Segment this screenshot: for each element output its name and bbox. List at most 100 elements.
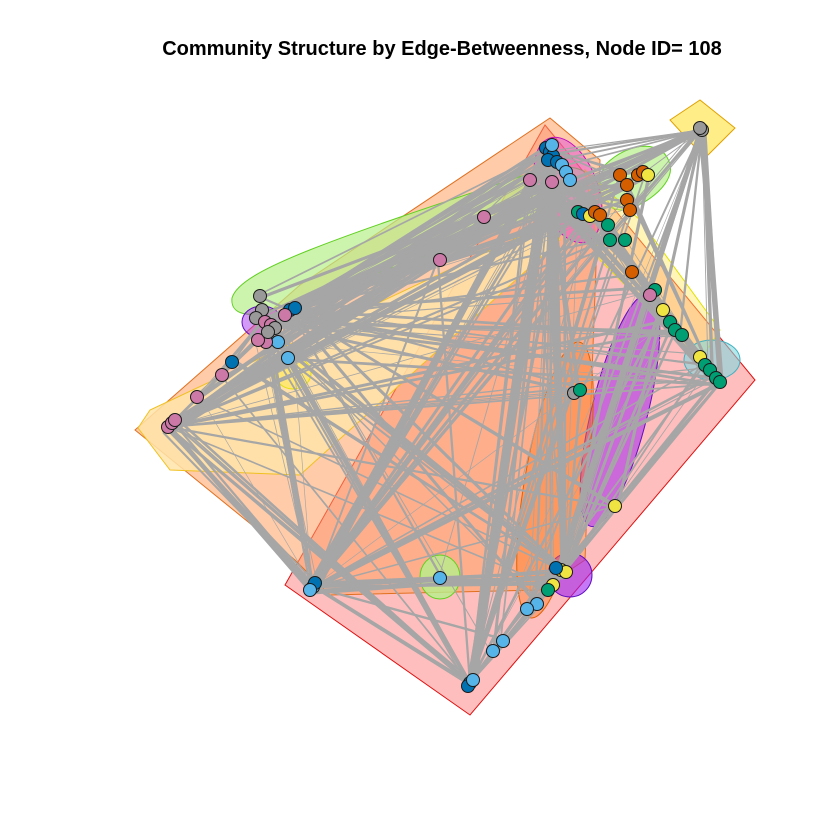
network-node — [620, 178, 634, 192]
edge — [162, 421, 317, 589]
edge — [312, 373, 717, 589]
edge — [580, 129, 703, 392]
network-node — [486, 644, 500, 658]
edge — [167, 329, 673, 429]
edge — [312, 212, 596, 588]
edge — [552, 128, 703, 156]
edge — [553, 145, 567, 570]
network-node — [433, 571, 447, 585]
edge — [607, 129, 703, 243]
plot-title: Community Structure by Edge-Betweenness,… — [162, 38, 722, 60]
edge — [678, 129, 704, 338]
edge — [167, 425, 472, 686]
edge — [550, 154, 563, 571]
network-node — [613, 168, 627, 182]
edge — [563, 306, 663, 573]
network-node — [190, 390, 204, 404]
edge-layer — [161, 124, 725, 689]
edge — [562, 133, 702, 565]
edge — [259, 179, 553, 326]
edge — [564, 287, 656, 573]
edge — [172, 422, 471, 684]
network-node — [523, 173, 537, 187]
edge — [312, 381, 722, 588]
edge — [469, 376, 719, 684]
edge — [313, 585, 471, 685]
edge — [312, 124, 699, 588]
edge — [469, 172, 622, 684]
network-node — [545, 138, 559, 152]
network-node — [693, 121, 707, 135]
network-node — [281, 351, 295, 365]
edge — [564, 362, 703, 573]
edge — [289, 156, 557, 311]
network-node — [625, 265, 639, 279]
network-node — [303, 583, 317, 597]
network-node — [520, 602, 534, 616]
edge — [528, 189, 551, 612]
edge — [311, 127, 702, 588]
network-node — [601, 218, 615, 232]
network-node — [618, 233, 632, 247]
edge — [549, 188, 629, 204]
network-node — [541, 583, 555, 597]
network-node — [466, 673, 480, 687]
node-layer — [161, 121, 727, 693]
network-node — [433, 253, 447, 267]
network-node — [253, 289, 267, 303]
edge — [436, 258, 472, 684]
edge — [312, 585, 502, 640]
edge — [274, 342, 566, 573]
edge — [170, 193, 548, 434]
edge — [310, 383, 719, 592]
network-node — [593, 208, 607, 222]
network-node — [643, 288, 657, 302]
edge — [472, 155, 550, 679]
edge — [558, 134, 700, 570]
network-node — [603, 233, 617, 247]
edge — [166, 183, 557, 435]
network-node — [215, 368, 229, 382]
network-node — [278, 308, 292, 322]
edge — [556, 129, 703, 161]
network-node — [288, 301, 302, 315]
network-node — [608, 499, 622, 513]
edge — [167, 318, 671, 429]
network-node — [225, 355, 239, 369]
edge — [701, 132, 722, 385]
edge — [261, 321, 470, 689]
edge — [167, 425, 613, 508]
network-node — [641, 168, 655, 182]
network-node — [573, 383, 587, 397]
edge — [548, 189, 676, 330]
edge — [542, 152, 567, 568]
network-node — [713, 375, 727, 389]
edge — [167, 386, 581, 428]
edge — [164, 182, 547, 428]
network-node — [545, 175, 559, 189]
network-node — [675, 328, 689, 342]
network-node — [563, 173, 577, 187]
network-node — [251, 333, 265, 347]
network-node — [623, 203, 637, 217]
edge — [547, 194, 715, 385]
edge — [309, 149, 557, 583]
edge — [198, 148, 551, 400]
edge — [265, 179, 556, 329]
network-node — [261, 325, 275, 339]
edge — [469, 212, 592, 684]
edge — [232, 361, 566, 573]
network-node — [549, 561, 563, 575]
edge — [263, 319, 472, 684]
edge — [274, 189, 551, 331]
edge — [196, 395, 566, 573]
edge — [274, 128, 703, 346]
edge — [289, 309, 442, 578]
edge — [469, 180, 533, 684]
edge — [468, 312, 664, 684]
edge — [312, 586, 470, 686]
edge — [474, 151, 557, 679]
edge — [261, 291, 652, 323]
network-node — [496, 634, 510, 648]
